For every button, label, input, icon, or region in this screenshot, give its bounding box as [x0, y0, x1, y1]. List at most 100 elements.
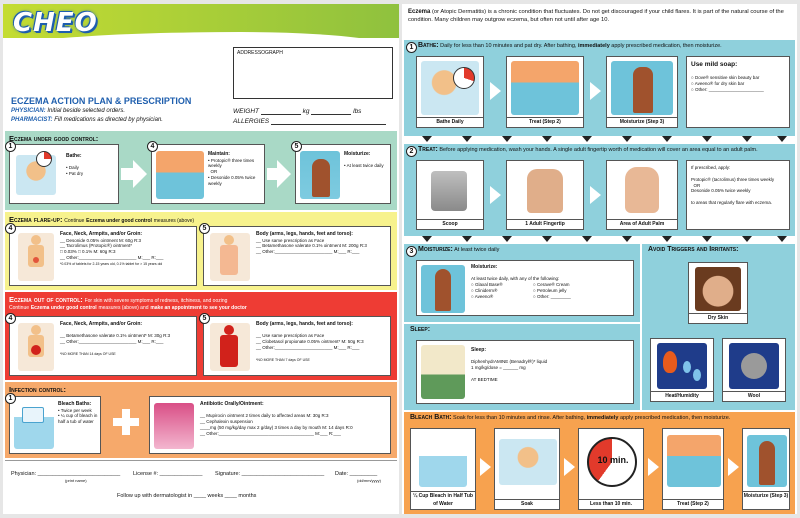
flare-up-sub-pre: Continue — [64, 218, 85, 224]
follow-up-field[interactable]: Follow up with dermatologist in ____ wee… — [117, 493, 257, 499]
maintain-option-1: • Protopic® three times weekly — [208, 157, 255, 169]
rx-line: __ Cephalexin suspension — [200, 419, 253, 425]
rx-line: __ Betamethasone valerate 0.1% ointment*… — [60, 333, 171, 339]
moisturizer-option[interactable]: ○ Cliniderm® — [471, 288, 498, 294]
soap-option[interactable]: ○ Dove® sensitive skin beauty bar — [691, 75, 760, 81]
allergies-field[interactable]: ALLERGIES — [233, 118, 386, 125]
caption: Area of Adult Palm — [607, 219, 677, 229]
avoid-title: Avoid Triggers and Irritants: — [648, 246, 739, 253]
infection-title-text: Infection control: — [9, 385, 66, 394]
bleach-label: Bleach Baths: — [58, 401, 92, 407]
palm-image — [625, 167, 659, 213]
bathe-heading: Bathe: Daily for less than 10 minutes an… — [418, 42, 722, 49]
bleach-line: • Twice per week — [58, 407, 92, 413]
out-of-control-sub2-bold: Eczema under good control — [30, 305, 97, 311]
rx-line: Desonide 0.05% twice weekly — [691, 188, 751, 194]
arm-treatment-image — [156, 151, 204, 199]
weight-lbs-input[interactable] — [311, 109, 352, 115]
antibiotic-image — [154, 403, 194, 449]
moisturize-image — [421, 265, 465, 313]
dry-skin-face-image — [695, 267, 741, 311]
rx-line: ____mg (50 mg/kg/day max 2 g/day) 3 time… — [200, 425, 353, 431]
moisturizer-option[interactable]: ○ Other: ________ — [533, 293, 571, 299]
pharmacist-instruction: PHARMACIST: Fill medications as directed… — [11, 117, 163, 123]
rx-line: __ Use same prescription as Face — [256, 237, 325, 243]
soap-text: Use mild soap: ○ Dove® sensitive skin be… — [691, 61, 764, 93]
bathe-item: • Daily — [66, 165, 79, 171]
date-field[interactable]: Date: _________ — [335, 471, 378, 477]
caption: Less than 10 min. — [579, 499, 643, 509]
moisturize-options: Moisturize: At least twice daily, with a… — [471, 264, 633, 300]
flame-drops-icon — [657, 343, 707, 389]
license-field[interactable]: License #: ______________ — [133, 471, 203, 477]
flare-body-card: Body (arms, legs, hands, feet and torso)… — [203, 226, 391, 286]
moisturizer-option[interactable]: ○ Glaxal Base® — [471, 282, 503, 288]
outctl-body-text: Body (arms, legs, hands, feet and torso)… — [256, 321, 390, 363]
bleach-text-bold: immediately — [586, 415, 619, 421]
antibiotic-card: Antibiotic Orally/Ointment: __ Mupirocin… — [149, 396, 391, 454]
soap-option[interactable]: ○ Aveeno® for dry skin bar — [691, 81, 745, 87]
bleach-cup-image — [14, 403, 54, 449]
soap-option[interactable]: ○ Other: ______________________ — [691, 86, 764, 92]
arrow-icon — [590, 82, 601, 100]
outctl-face-text: Face, Neck, Armpits, and/or Groin: __ Be… — [60, 321, 196, 357]
timer-card: 10 min. Less than 10 min. — [578, 428, 644, 510]
bathe-item: • Pat dry — [66, 171, 84, 177]
plus-icon-vertical — [122, 409, 130, 435]
weight-kg-input[interactable] — [260, 109, 301, 115]
rx-line: __ Use same prescription as Face — [256, 333, 325, 339]
child-body-back-image — [210, 233, 250, 281]
sleep-line: AT BEDTIME — [471, 376, 498, 382]
intro-body: (or Atopic Dermatitis) is a chronic cond… — [408, 9, 784, 23]
moisturizer-option[interactable]: ○ Aveeno® — [471, 293, 494, 299]
scoop-card: Scoop — [416, 160, 484, 230]
caption: Moisturize (Step 3) — [607, 117, 677, 127]
bleach-title: Bleach Bath: — [410, 414, 452, 421]
bleach-heading: Bleach Bath: Soak for less than 10 minut… — [410, 414, 730, 421]
sleep-line[interactable]: 1 mg/kg/dose = ______ mg — [471, 365, 526, 371]
rx-line: __ Other:_______________________ M:___ R… — [256, 249, 360, 255]
rx-line: __ Other:_______________________ M:___ R… — [60, 339, 164, 345]
flare-up-sub-post: measures (above) — [153, 218, 195, 224]
signature-field[interactable]: Signature: ___________________________ — [215, 471, 325, 477]
dry-skin-card: Dry Skin — [688, 262, 748, 324]
page-title: ECZEMA ACTION PLAN & PRESCRIPTION — [11, 96, 192, 106]
outctl-face-note: *NO MORE THAN 14 days OF USE — [60, 351, 116, 356]
physician-signature-field[interactable]: Physician: ___________________________ — [11, 471, 120, 477]
moisturizer-option[interactable]: ○ Cerave® Cream — [533, 282, 570, 288]
timer-icon — [36, 151, 52, 167]
sleep-line: DiphenhydrAMINE (Benadryl®)* liquid — [471, 359, 548, 365]
treat-title: Treat: — [418, 146, 438, 153]
moisturizer-option[interactable]: ○ Petroleum jelly — [533, 288, 567, 294]
step-number: 2 — [406, 146, 417, 157]
palm-card: Area of Adult Palm — [606, 160, 678, 230]
maintain-card: Maintain: • Protopic® three times weekly… — [151, 144, 265, 204]
bleach-text-pre: Soak for less than 10 minutes and rinse.… — [453, 415, 586, 421]
header-banner: CHEO — [3, 4, 399, 60]
caption: Bathe Daily — [417, 117, 483, 127]
flare-face-text: Face, Neck, Armpits, and/or Groin: __ De… — [60, 231, 196, 267]
good-control-title-text: Eczema under good control: — [9, 134, 99, 143]
arrow-icon — [267, 168, 279, 180]
clock-timer-icon: 10 min. — [587, 437, 637, 487]
mild-soap-card: Use mild soap: ○ Dove® sensitive skin be… — [686, 56, 790, 128]
moisturize-box-text: At least twice daily, with any of the fo… — [471, 276, 560, 282]
moisturize-subtitle: At least twice daily — [454, 247, 500, 253]
physician-field-text: Physician: ___________________________ — [11, 471, 121, 477]
caption: Treat (Step 2) — [663, 499, 723, 509]
flare-up-sub-bold: Eczema under good control — [86, 218, 152, 224]
treat-step-card: Treat (Step 2) — [662, 428, 724, 510]
outctl-body-note: *NO MORE THAN 7 days OF USE — [256, 357, 310, 362]
bathe-label: Bathe: — [66, 153, 82, 159]
sleep-card: Sleep: DiphenhydrAMINE (Benadryl®)* liqu… — [416, 340, 634, 404]
caption: 1 Adult Fingertip — [507, 219, 583, 229]
caption: Dry Skin — [689, 313, 747, 323]
weight-field[interactable]: WEIGHT kg lbs — [233, 108, 393, 115]
allergies-input[interactable] — [270, 119, 386, 125]
outctl-face-card: Face, Neck, Armpits, and/or Groin: __ Be… — [9, 316, 197, 376]
sleep-section: Sleep: Sleep: DiphenhydrAMINE (Benadryl®… — [404, 324, 640, 410]
addressograph-box[interactable]: ADDRESSOGRAPH — [233, 47, 393, 99]
rx-line: __ Clobetasol propionate 0.05% ointment*… — [256, 339, 364, 345]
moisturize-section: 3 Moisturize: At least twice daily Moist… — [404, 244, 640, 322]
step-number: 1 — [5, 393, 16, 404]
